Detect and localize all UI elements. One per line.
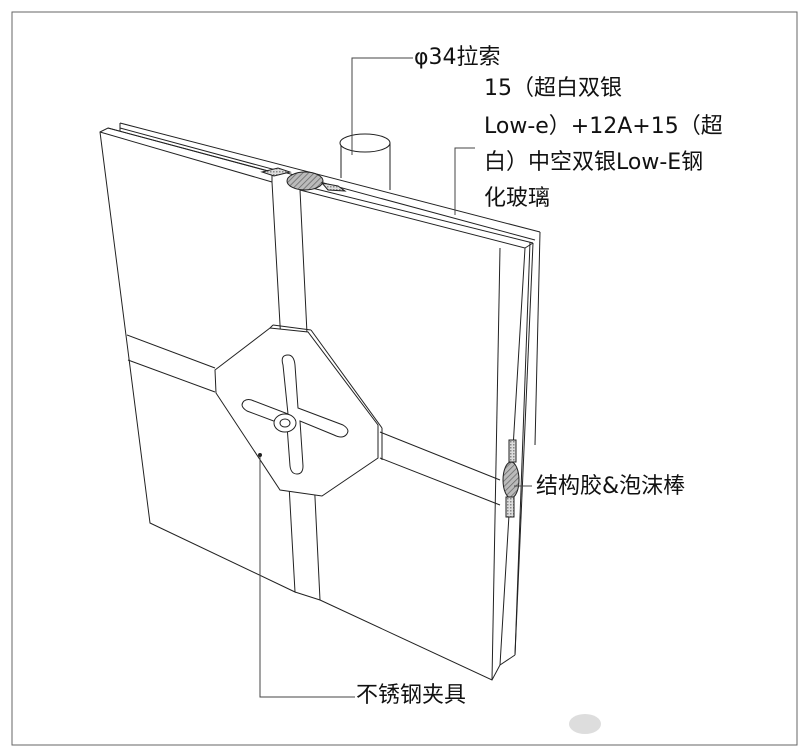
horizontal-joint — [126, 334, 501, 506]
label-glass-line-1: 15（超白双银 — [484, 76, 622, 101]
stainless-clamp — [214, 324, 383, 497]
label-cable: φ34拉索 — [414, 45, 501, 70]
clamp-leader — [259, 455, 355, 698]
label-glass-line-3: 白）中空双银Low-E钢 — [484, 150, 704, 175]
left-glass-pane — [99, 127, 296, 593]
right-glass-pane — [294, 184, 534, 681]
top-sealant — [260, 167, 347, 192]
cable-leader — [351, 57, 413, 155]
side-sealant — [502, 439, 520, 518]
label-glass-line-4: 化玻璃 — [484, 186, 551, 211]
label-clamp: 不锈钢夹具 — [356, 683, 467, 708]
label-glass-line-2: Low-e）+12A+15（超 — [484, 114, 723, 139]
drawing-frame — [11, 11, 798, 746]
glass-leader — [454, 147, 475, 215]
label-sealant: 结构胶&泡沫棒 — [536, 474, 686, 499]
watermark-blob — [569, 714, 601, 734]
